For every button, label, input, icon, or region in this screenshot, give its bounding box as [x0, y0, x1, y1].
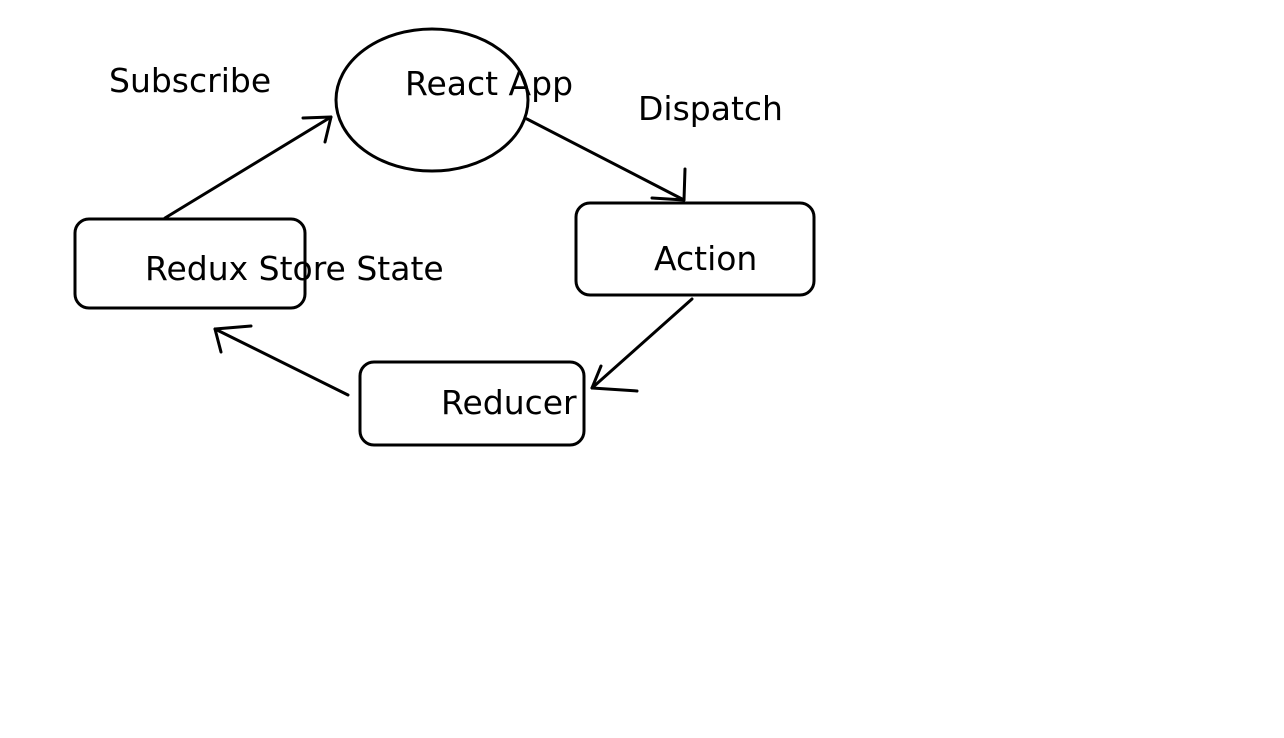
action-label: Action: [654, 239, 757, 278]
reducer-label: Reducer: [441, 383, 577, 422]
reducer-to-store-line: [213, 327, 350, 397]
store-node: Redux Store State: [73, 217, 444, 310]
react-app-ellipse: [334, 27, 530, 173]
subscribe-arrowhead: [301, 115, 333, 144]
dispatch-label: Dispatch: [638, 89, 783, 128]
action-to-reducer-line: [590, 297, 694, 390]
reducer-node: Reducer: [358, 360, 586, 447]
reducer-to-store-arrowhead: [213, 324, 253, 354]
react-app-label: React App: [405, 64, 573, 103]
reducer-box: [358, 360, 586, 447]
action-to-reducer-arrowhead: [590, 364, 639, 393]
store-label: Redux Store State: [145, 249, 444, 288]
dispatch-arrow: [525, 117, 687, 202]
action-box: [574, 201, 816, 297]
react-app-node: React App: [334, 27, 573, 173]
subscribe-label: Subscribe: [109, 61, 271, 100]
store-box: [73, 217, 307, 310]
subscribe-arrow-line: [163, 115, 333, 220]
action-to-reducer-arrow: [590, 297, 694, 393]
action-node: Action: [574, 201, 816, 297]
reducer-to-store-arrow: [213, 324, 350, 397]
dispatch-arrow-line: [525, 117, 686, 202]
subscribe-arrow: [163, 115, 333, 220]
dispatch-arrowhead: [650, 167, 687, 202]
